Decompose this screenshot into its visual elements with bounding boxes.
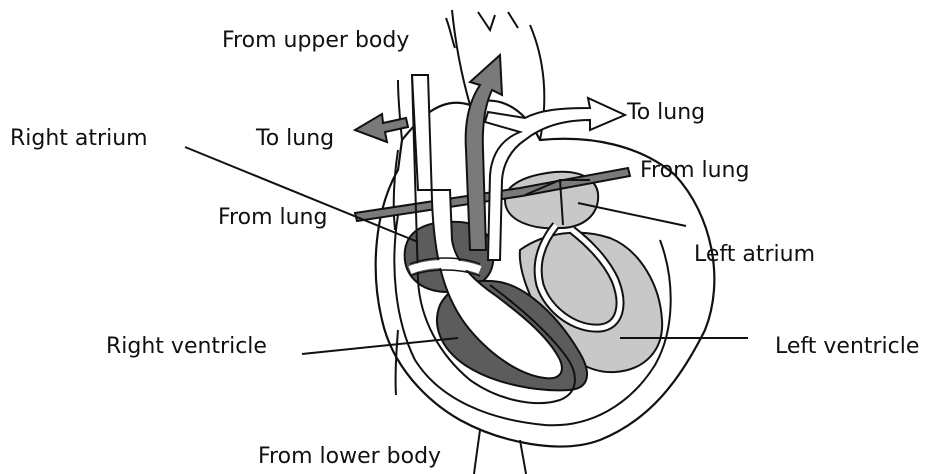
label-left-atrium: Left atrium: [694, 244, 815, 266]
label-left-ventricle: Left ventricle: [775, 336, 919, 358]
label-from-lower-body: From lower body: [258, 446, 441, 468]
label-to-lung-left: To lung: [256, 128, 334, 150]
label-right-ventricle: Right ventricle: [106, 336, 267, 358]
label-from-lung-right: From lung: [640, 160, 749, 182]
label-from-lung-left: From lung: [218, 207, 327, 229]
label-from-upper-body: From upper body: [222, 30, 409, 52]
label-right-atrium: Right atrium: [10, 128, 148, 150]
label-to-lung-right: To lung: [627, 102, 705, 124]
